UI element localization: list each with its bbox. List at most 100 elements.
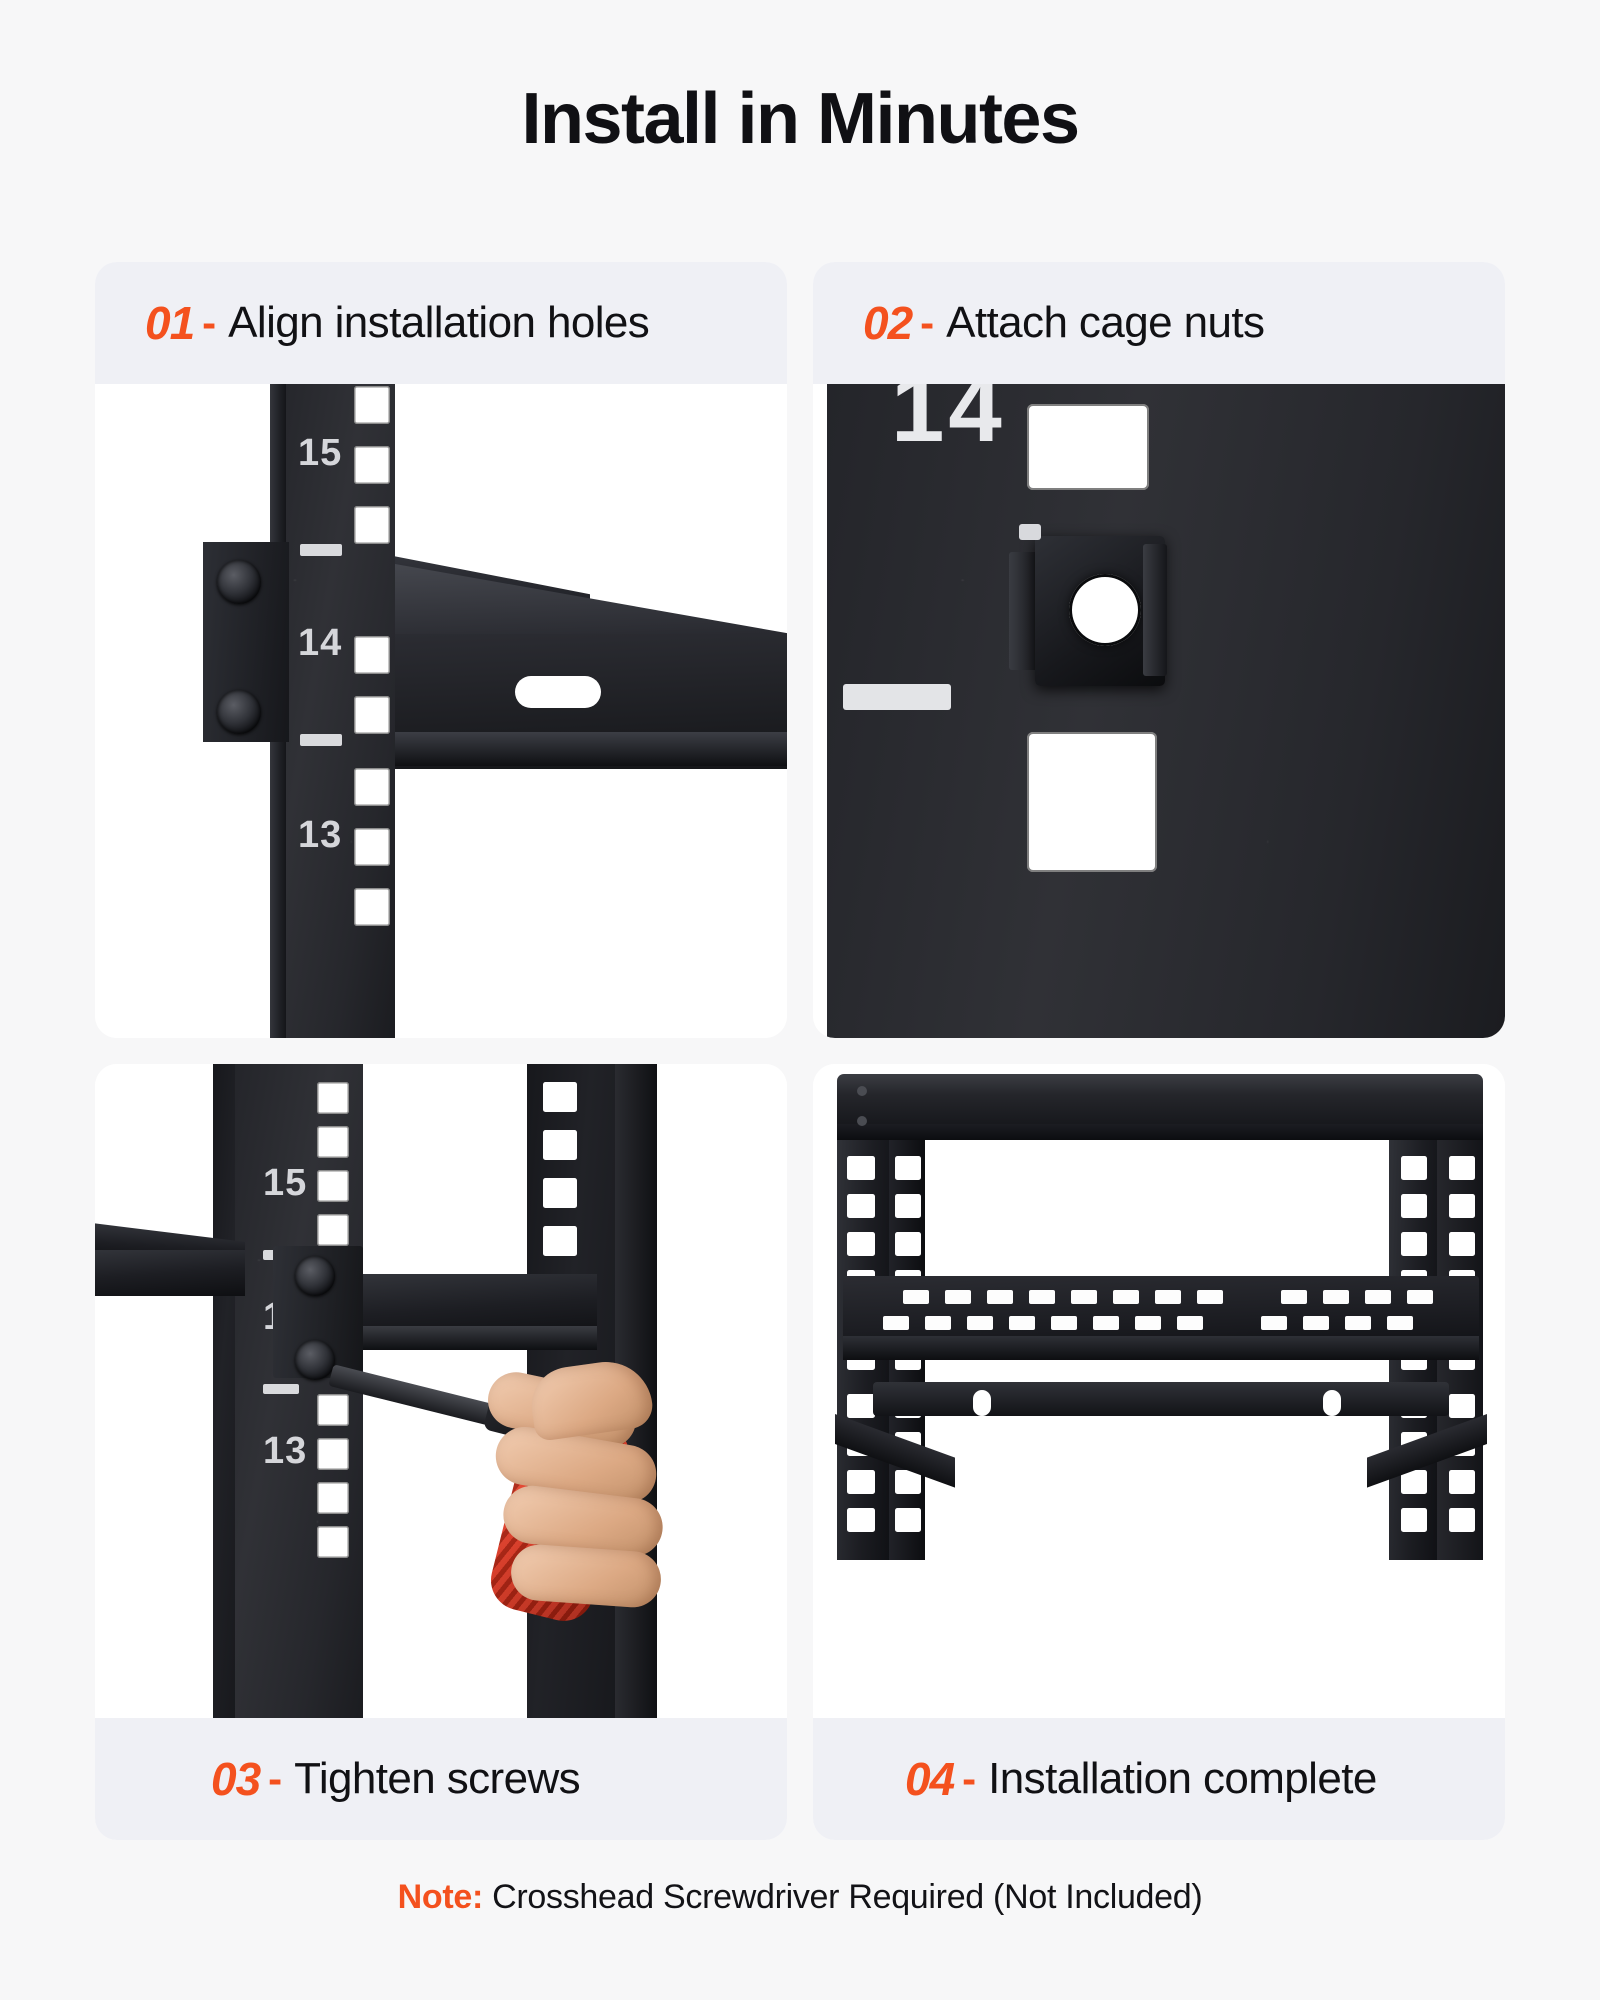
rail-square-hole [317, 1126, 349, 1158]
bracket-screw-hole [217, 690, 261, 734]
post-hole [1401, 1156, 1427, 1180]
rail-square-hole [317, 1394, 349, 1426]
post-hole [847, 1470, 875, 1494]
shelf-vent [1323, 1290, 1349, 1304]
cage-nut-bore [1069, 574, 1141, 646]
rail-square-hole [354, 696, 390, 734]
rear-post-hole [543, 1178, 577, 1208]
shelf-front-lip [843, 1336, 1479, 1360]
rack-unit-marker-14: 14 [891, 384, 1006, 462]
rack-rail-post: 15 14 13 [270, 384, 395, 1038]
shelf-vent [1387, 1316, 1413, 1330]
step-header-02: 02 - Attach cage nuts [813, 262, 1505, 384]
cage-nut-highlight [1019, 524, 1041, 540]
post-hole [847, 1394, 875, 1418]
shelf-vent [987, 1290, 1013, 1304]
post-hole [895, 1508, 921, 1532]
shelf-vent [1407, 1290, 1433, 1304]
step-label-01: Align installation holes [228, 298, 650, 347]
step-number-04: 04 [905, 1753, 955, 1805]
rail-square-hole [1027, 732, 1157, 872]
rack-unit-marker-14: 14 [298, 622, 343, 664]
post-hole [847, 1232, 875, 1256]
rack-top-bar-shadow [837, 1124, 1483, 1140]
step-label-02: Attach cage nuts [946, 298, 1265, 347]
bracket-screw-top [295, 1256, 335, 1296]
shelf-bracket-lip [357, 1326, 597, 1350]
shelf-vent [945, 1290, 971, 1304]
shelf-vent [1281, 1290, 1307, 1304]
rack-rail-closeup-plate [827, 384, 1505, 1038]
rail-square-hole [354, 506, 390, 544]
hand-finger [509, 1542, 663, 1610]
rail-dash-mark [263, 1384, 299, 1394]
note-keyword: Note: [397, 1878, 484, 1916]
step-label-04: Installation complete [988, 1754, 1377, 1803]
shelf-vent [883, 1316, 909, 1330]
post-hole [1401, 1470, 1427, 1494]
note-line: Note: Crosshead Screwdriver Required (No… [0, 1878, 1600, 1917]
page-title: Install in Minutes [521, 79, 1080, 159]
shelf-vent [903, 1290, 929, 1304]
rail-dash-mark [843, 684, 951, 710]
post-hole [895, 1194, 921, 1218]
rear-post-hole [543, 1130, 577, 1160]
shelf-vent [925, 1316, 951, 1330]
rail-square-hole [354, 636, 390, 674]
shelf-vent [1177, 1316, 1203, 1330]
rail-square-hole [354, 888, 390, 926]
rack-lower-crossbrace [873, 1382, 1449, 1416]
rear-post-hole [543, 1082, 577, 1112]
shelf-left-edge [95, 1250, 245, 1296]
shelf-vent [1051, 1316, 1077, 1330]
bracket-screw-hole [217, 560, 261, 604]
post-hole [847, 1508, 875, 1532]
step-number-01: 01 [145, 297, 195, 349]
rear-post-hole [543, 1226, 577, 1256]
shelf-vent [1365, 1290, 1391, 1304]
step-footer-04: 04 - Installation complete [813, 1718, 1505, 1840]
rail-dash-mark [300, 544, 342, 556]
shelf-vent [967, 1316, 993, 1330]
rail-square-hole [354, 768, 390, 806]
rack-top-screw [857, 1086, 867, 1096]
shelf-vent [1155, 1290, 1181, 1304]
steps-grid: 01 - Align installation holes 15 14 13 [95, 262, 1505, 1840]
rail-square-hole [317, 1438, 349, 1470]
shelf-vent [1197, 1290, 1223, 1304]
shelf-vent [1135, 1316, 1161, 1330]
crossbrace-keyhole [973, 1390, 991, 1416]
rail-square-hole [317, 1526, 349, 1558]
rail-square-hole [317, 1170, 349, 1202]
step-number-03: 03 [211, 1753, 261, 1805]
step-separator-02: - [920, 299, 935, 346]
shelf-front-lip [395, 732, 787, 766]
step-card-03: 03 - Tighten screws 15 [95, 1064, 787, 1840]
rail-dash-mark [300, 734, 342, 746]
cage-nut-right-clip [1143, 544, 1167, 676]
step-card-01: 01 - Align installation holes 15 14 13 [95, 262, 787, 1038]
step-photo-02: 14 [813, 384, 1505, 1038]
post-hole [1401, 1232, 1427, 1256]
post-hole [1449, 1470, 1475, 1494]
step-separator-03: - [268, 1755, 283, 1802]
rack-unit-marker-13: 13 [298, 814, 343, 856]
shelf-vent [1345, 1316, 1371, 1330]
crossbrace-keyhole [1323, 1390, 1341, 1416]
post-hole [895, 1232, 921, 1256]
rack-top-screw [857, 1116, 867, 1126]
step-label-03: Tighten screws [294, 1754, 581, 1803]
rail-square-hole [317, 1214, 349, 1246]
step-header-01: 01 - Align installation holes [95, 262, 787, 384]
note-text: Crosshead Screwdriver Required (Not Incl… [492, 1878, 1203, 1916]
step-photo-03: 15 14 13 [95, 1064, 787, 1718]
front-rail-edge [213, 1064, 235, 1718]
post-hole [1449, 1394, 1475, 1418]
step-number-02: 02 [863, 297, 913, 349]
post-hole [895, 1156, 921, 1180]
step-separator-01: - [202, 299, 217, 346]
rack-top-bar [837, 1074, 1483, 1132]
rail-square-hole [354, 386, 390, 424]
post-hole [847, 1194, 875, 1218]
